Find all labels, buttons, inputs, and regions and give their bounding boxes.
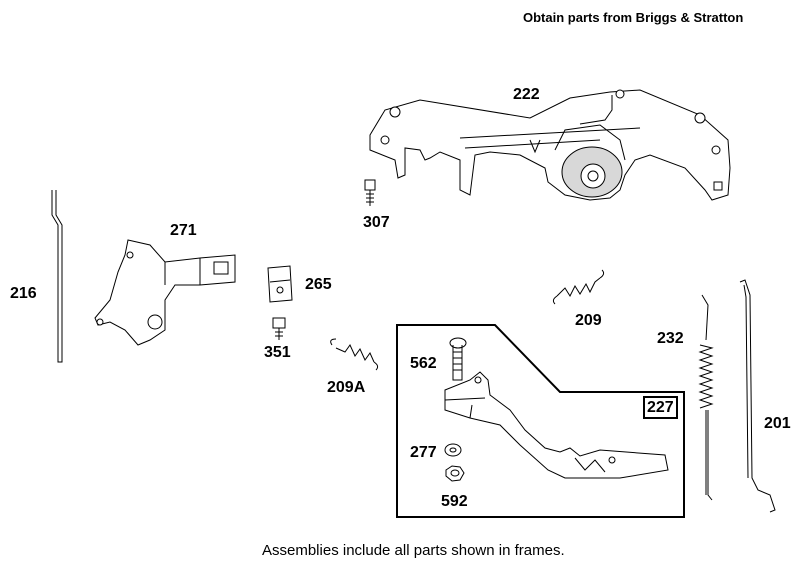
lever-227-drawing [444, 371, 669, 479]
part-label-592: 592 [441, 493, 468, 510]
rod-216-drawing [51, 190, 63, 363]
washer-277-drawing [444, 443, 462, 457]
part-label-232: 232 [657, 330, 684, 347]
part-label-271: 271 [170, 222, 197, 239]
part-label-201: 201 [764, 415, 791, 432]
part-label-222: 222 [513, 86, 540, 103]
header-title: Obtain parts from Briggs & Stratton [523, 10, 744, 25]
part-label-265: 265 [305, 276, 332, 293]
spring-209A-drawing [330, 338, 379, 371]
part-label-351: 351 [264, 344, 291, 361]
footer-note: Assemblies include all parts shown in fr… [262, 542, 565, 559]
bracket-271-drawing [94, 239, 236, 346]
rod-201-drawing [739, 279, 776, 513]
spring-232-drawing [698, 294, 714, 501]
nut-592-drawing [445, 465, 465, 482]
part-label-277: 277 [410, 444, 437, 461]
screw-351-drawing [272, 317, 286, 340]
screw-307-drawing [364, 179, 376, 206]
bracket-222-drawing [369, 89, 731, 201]
part-label-209: 209 [575, 312, 602, 329]
frame-227-drawing [396, 324, 685, 518]
spring-209-drawing [552, 269, 605, 305]
screw-562-drawing [449, 337, 467, 381]
clip-265-drawing [267, 265, 293, 303]
part-label-562: 562 [410, 355, 437, 372]
part-label-307: 307 [363, 214, 390, 231]
frame-label-227: 227 [643, 396, 678, 419]
part-label-216: 216 [10, 285, 37, 302]
part-label-209A: 209A [327, 379, 366, 396]
